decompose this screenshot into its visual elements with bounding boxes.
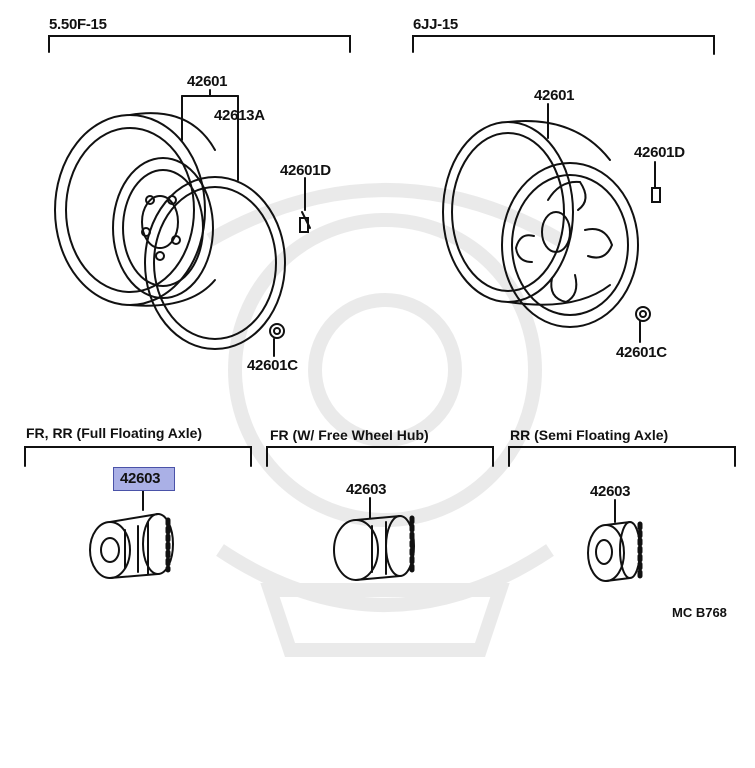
section-title-full-floating: FR, RR (Full Floating Axle) — [26, 425, 203, 441]
callout-left-stud[interactable]: 42601D — [280, 162, 331, 179]
hub-cap-free-wheel-drawing — [333, 515, 415, 581]
bracket-left-wheel — [48, 35, 351, 53]
figure-code: MC B768 — [672, 605, 727, 620]
left-wheel-drawing — [54, 112, 311, 350]
callout-right-nut[interactable]: 42601C — [616, 344, 667, 361]
right-wheel-title: 6JJ-15 — [413, 16, 458, 33]
callout-right-stud[interactable]: 42601D — [634, 144, 685, 161]
hub-cap-full-floating-drawing — [89, 513, 174, 579]
callout-right-wheel[interactable]: 42601 — [534, 87, 575, 104]
callout-left-nut[interactable]: 42601C — [247, 357, 298, 374]
callout-left-rim-ring[interactable]: 42613A — [214, 107, 265, 124]
bracket-hub-free — [266, 446, 494, 467]
callout-cap-free-wheel[interactable]: 42603 — [346, 481, 387, 498]
left-wheel-title: 5.50F-15 — [49, 16, 107, 33]
bracket-hub-full — [24, 446, 252, 467]
right-wheel-drawing — [442, 120, 661, 328]
highlight-box — [113, 467, 175, 491]
callout-cap-semi-floating[interactable]: 42603 — [590, 483, 631, 500]
section-title-free-wheel: FR (W/ Free Wheel Hub) — [270, 427, 429, 443]
callout-left-wheel[interactable]: 42601 — [187, 73, 228, 90]
hub-cap-semi-floating-drawing — [587, 521, 643, 582]
section-title-semi-floating: RR (Semi Floating Axle) — [510, 427, 669, 443]
callout-cap-full-floating[interactable]: 42603 — [120, 470, 161, 487]
watermark-emblem — [206, 183, 564, 657]
bracket-hub-semi — [508, 446, 736, 467]
bracket-right-wheel — [412, 35, 715, 55]
